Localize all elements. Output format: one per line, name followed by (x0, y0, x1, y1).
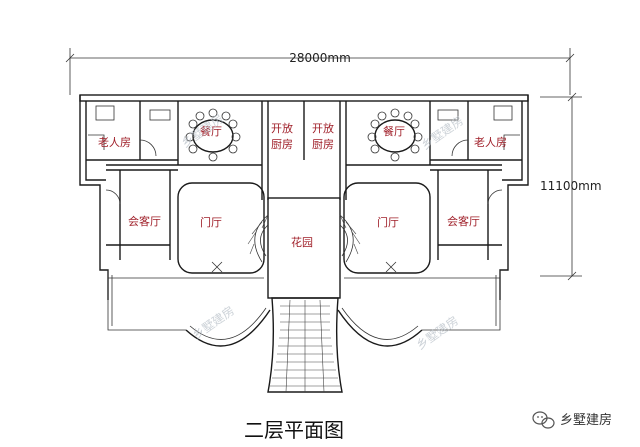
watermark: 乡墅建房 (189, 303, 237, 343)
dining-table-left (185, 108, 241, 162)
depth-dimension-label: 11100mm (540, 179, 602, 193)
width-dimension: 28000mm (65, 48, 575, 95)
spiral-stairs (247, 214, 361, 263)
depth-dimension: 11100mm (540, 92, 602, 281)
width-dimension-label: 28000mm (289, 51, 351, 65)
room-label-right-guest: 会客厅 (447, 214, 480, 228)
room-label-left-foyer: 门厅 (200, 215, 222, 229)
drawing-caption: 二层平面图 (244, 418, 344, 442)
watermark: 乡墅建房 (413, 313, 461, 353)
door-swings (88, 105, 520, 273)
dining-table-right (367, 108, 423, 162)
room-label-right-kitchen-line1: 开放 (312, 121, 334, 135)
room-label-right-elder: 老人房 (474, 136, 507, 149)
room-label-left-dining: 餐厅 (200, 124, 222, 138)
room-label-garden: 花园 (291, 236, 313, 249)
front-steps (267, 297, 343, 393)
wechat-icon (532, 411, 555, 429)
room-label-right-kitchen-line2: 厨房 (312, 138, 334, 151)
watermark: 乡墅建房 (418, 113, 466, 153)
room-label-left-kitchen-line2: 厨房 (271, 138, 293, 151)
room-label-left-elder: 老人房 (98, 136, 131, 149)
brand-logo: 乡墅建房 (532, 411, 612, 429)
room-label-right-dining: 餐厅 (383, 124, 405, 138)
building-walls (79, 94, 529, 331)
balcony-arcs (185, 307, 423, 347)
room-label-left-guest: 会客厅 (128, 214, 161, 228)
room-labels: 老人房 餐厅 开放 厨房 开放 厨房 餐厅 老人房 会客厅 门厅 花园 门厅 会… (98, 121, 507, 249)
room-label-right-foyer: 门厅 (377, 215, 399, 229)
room-label-left-kitchen: 开放 厨房 (271, 121, 297, 151)
room-label-left-kitchen-line1: 开放 (271, 121, 293, 135)
room-label-right-kitchen: 开放 厨房 (312, 121, 338, 151)
brand-name: 乡墅建房 (560, 412, 612, 428)
